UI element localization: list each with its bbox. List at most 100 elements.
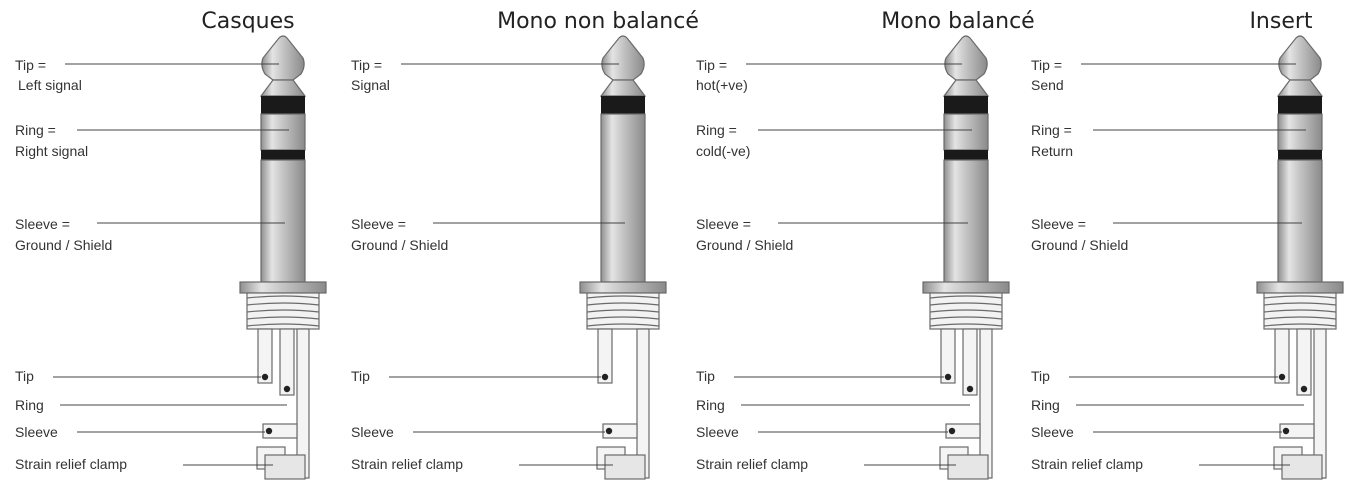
label-sleeve-title: Sleeve = xyxy=(1031,216,1086,232)
jack-sleeve xyxy=(260,159,306,283)
ring-lug xyxy=(962,328,978,396)
label-tip-title: Tip = xyxy=(15,57,46,73)
sleeve-tab xyxy=(945,423,981,439)
tip-solder-point xyxy=(1278,373,1286,381)
label-terminal-sleeve: Sleeve xyxy=(351,424,394,440)
panel-title: Casques xyxy=(201,9,294,34)
label-ring-value: cold(-ve) xyxy=(696,143,750,159)
sleeve-tab xyxy=(262,423,298,439)
sleeve-solder-point xyxy=(1282,427,1290,435)
jack-neck xyxy=(1276,79,1324,97)
label-strain-relief: Strain relief clamp xyxy=(351,456,463,472)
jack-sleeve xyxy=(600,113,646,283)
label-sleeve-title: Sleeve = xyxy=(696,216,751,232)
jack-thread xyxy=(586,292,660,330)
label-sleeve-value: Ground / Shield xyxy=(1031,237,1128,253)
insulator-band xyxy=(261,96,305,114)
label-terminal-sleeve: Sleeve xyxy=(1031,424,1074,440)
jack-sleeve xyxy=(1277,159,1323,283)
jack-terminals xyxy=(1273,328,1327,480)
label-strain-relief: Strain relief clamp xyxy=(15,456,127,472)
label-terminal-tip: Tip xyxy=(15,368,34,384)
jack-terminals xyxy=(256,328,310,480)
jack-tip xyxy=(601,35,645,81)
sleeve-tab xyxy=(1279,423,1315,439)
jack-terminals xyxy=(596,328,650,480)
tip-solder-point xyxy=(944,373,952,381)
jack-ring xyxy=(943,113,989,151)
label-terminal-ring: Ring xyxy=(1031,397,1060,413)
label-tip-value: Left signal xyxy=(18,77,82,93)
panel-title: Mono non balancé xyxy=(497,9,699,34)
label-sleeve-value: Ground / Shield xyxy=(696,237,793,253)
label-tip-value: hot(+ve) xyxy=(696,77,748,93)
label-tip-title: Tip = xyxy=(696,57,727,73)
jack-sleeve xyxy=(943,159,989,283)
label-ring-value: Return xyxy=(1031,143,1073,159)
tip-solder-point xyxy=(601,373,609,381)
sleeve-tab xyxy=(602,423,638,439)
jack-tip xyxy=(261,35,305,81)
ring-solder-point xyxy=(1300,385,1308,393)
label-terminal-sleeve: Sleeve xyxy=(15,424,58,440)
label-sleeve-value: Ground / Shield xyxy=(351,237,448,253)
jack-thread xyxy=(1263,292,1337,330)
jack-tip xyxy=(944,35,988,81)
tip-lug xyxy=(1274,328,1290,384)
label-tip-value: Send xyxy=(1031,77,1064,93)
label-terminal-tip: Tip xyxy=(351,368,370,384)
jack-collar xyxy=(579,281,667,294)
tip-lug xyxy=(940,328,956,384)
jack-collar xyxy=(922,281,1010,294)
sleeve-solder-point xyxy=(605,427,613,435)
jack-collar xyxy=(239,281,327,294)
jack-plug-illustration xyxy=(579,35,667,480)
label-terminal-ring: Ring xyxy=(696,397,725,413)
insulator-band xyxy=(601,96,645,114)
panel-title: Insert xyxy=(1249,9,1312,34)
sleeve-solder-point xyxy=(948,427,956,435)
label-sleeve-value: Ground / Shield xyxy=(15,237,112,253)
label-strain-relief: Strain relief clamp xyxy=(696,456,808,472)
jack-neck xyxy=(599,79,647,97)
jack-neck xyxy=(259,79,307,97)
jack-plug-illustration xyxy=(922,35,1010,480)
jack-ring xyxy=(260,113,306,151)
tip-lug xyxy=(597,328,613,384)
jack-ring xyxy=(1277,113,1323,151)
ring-lug xyxy=(279,328,295,396)
insulator-band xyxy=(261,150,305,160)
jack-plug-illustration xyxy=(239,35,327,480)
jack-plug-illustration xyxy=(1256,35,1344,480)
label-terminal-tip: Tip xyxy=(1031,368,1050,384)
jack-collar xyxy=(1256,281,1344,294)
panel-title: Mono balancé xyxy=(881,9,1034,34)
label-ring-title: Ring = xyxy=(696,122,737,138)
label-ring-value: Right signal xyxy=(15,143,88,159)
jack-tip xyxy=(1278,35,1322,81)
insulator-band xyxy=(1278,150,1322,160)
jack-thread xyxy=(246,292,320,330)
label-sleeve-title: Sleeve = xyxy=(15,216,70,232)
jack-terminals xyxy=(939,328,993,480)
strain-relief-clamp xyxy=(1281,454,1323,480)
insulator-band xyxy=(944,150,988,160)
label-tip-value: Signal xyxy=(351,77,390,93)
label-tip-title: Tip = xyxy=(351,57,382,73)
label-terminal-ring: Ring xyxy=(15,397,44,413)
label-tip-title: Tip = xyxy=(1031,57,1062,73)
label-ring-title: Ring = xyxy=(1031,122,1072,138)
jack-thread xyxy=(929,292,1003,330)
insulator-band xyxy=(1278,96,1322,114)
label-terminal-sleeve: Sleeve xyxy=(696,424,739,440)
strain-relief-clamp xyxy=(604,454,646,480)
strain-relief-clamp xyxy=(947,454,989,480)
